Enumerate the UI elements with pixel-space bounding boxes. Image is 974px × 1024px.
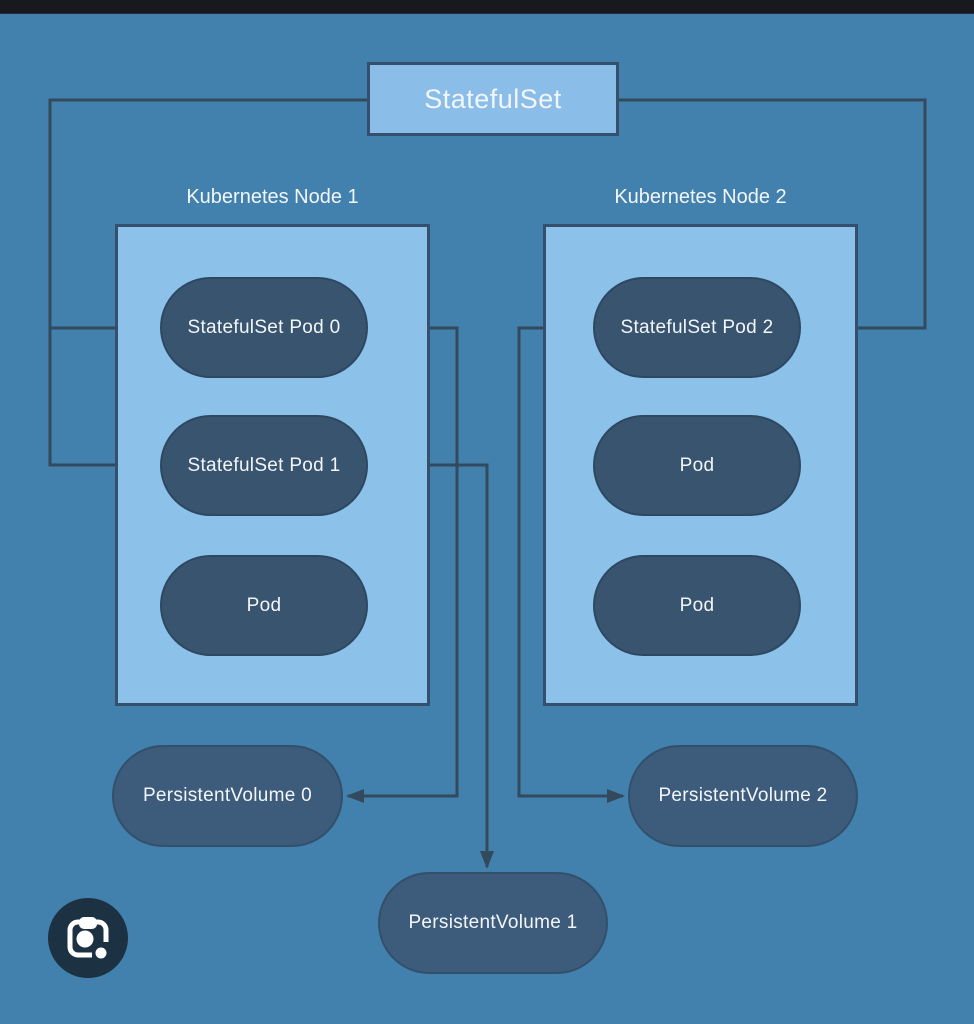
- statefulset-title-box: StatefulSet: [367, 62, 619, 136]
- node2-plain-pod-a-label: Pod: [679, 454, 715, 476]
- node1-plain-pod: Pod: [160, 555, 368, 656]
- persistent-volume-0-label: PersistentVolume 0: [142, 785, 313, 806]
- node2-plain-pod-b: Pod: [593, 555, 801, 656]
- node1-label: Kubernetes Node 1: [186, 186, 359, 208]
- node2-label: Kubernetes Node 2: [614, 186, 787, 208]
- google-lens-button[interactable]: [48, 898, 128, 978]
- statefulset-title-label: StatefulSet: [424, 83, 562, 114]
- statefulset-pod-2: StatefulSet Pod 2: [593, 277, 801, 378]
- statefulset-pod-0-label: StatefulSet Pod 0: [187, 316, 341, 338]
- node2-plain-pod-a: Pod: [593, 415, 801, 516]
- statefulset-pod-2-label: StatefulSet Pod 2: [620, 316, 774, 338]
- statefulset-pod-1: StatefulSet Pod 1: [160, 415, 368, 516]
- google-lens-camera-icon: [48, 898, 128, 978]
- node1-plain-pod-label: Pod: [246, 594, 282, 616]
- statefulset-pod-1-label: StatefulSet Pod 1: [187, 454, 341, 476]
- persistent-volume-2: PersistentVolume 2: [628, 745, 858, 847]
- statefulset-pod-0: StatefulSet Pod 0: [160, 277, 368, 378]
- persistent-volume-0: PersistentVolume 0: [112, 745, 343, 847]
- node2-plain-pod-b-label: Pod: [679, 594, 715, 616]
- persistent-volume-2-label: PersistentVolume 2: [658, 785, 828, 806]
- persistent-volume-1-label: PersistentVolume 1: [408, 912, 578, 933]
- persistent-volume-1: PersistentVolume 1: [378, 872, 608, 974]
- top-status-bar: [0, 0, 974, 14]
